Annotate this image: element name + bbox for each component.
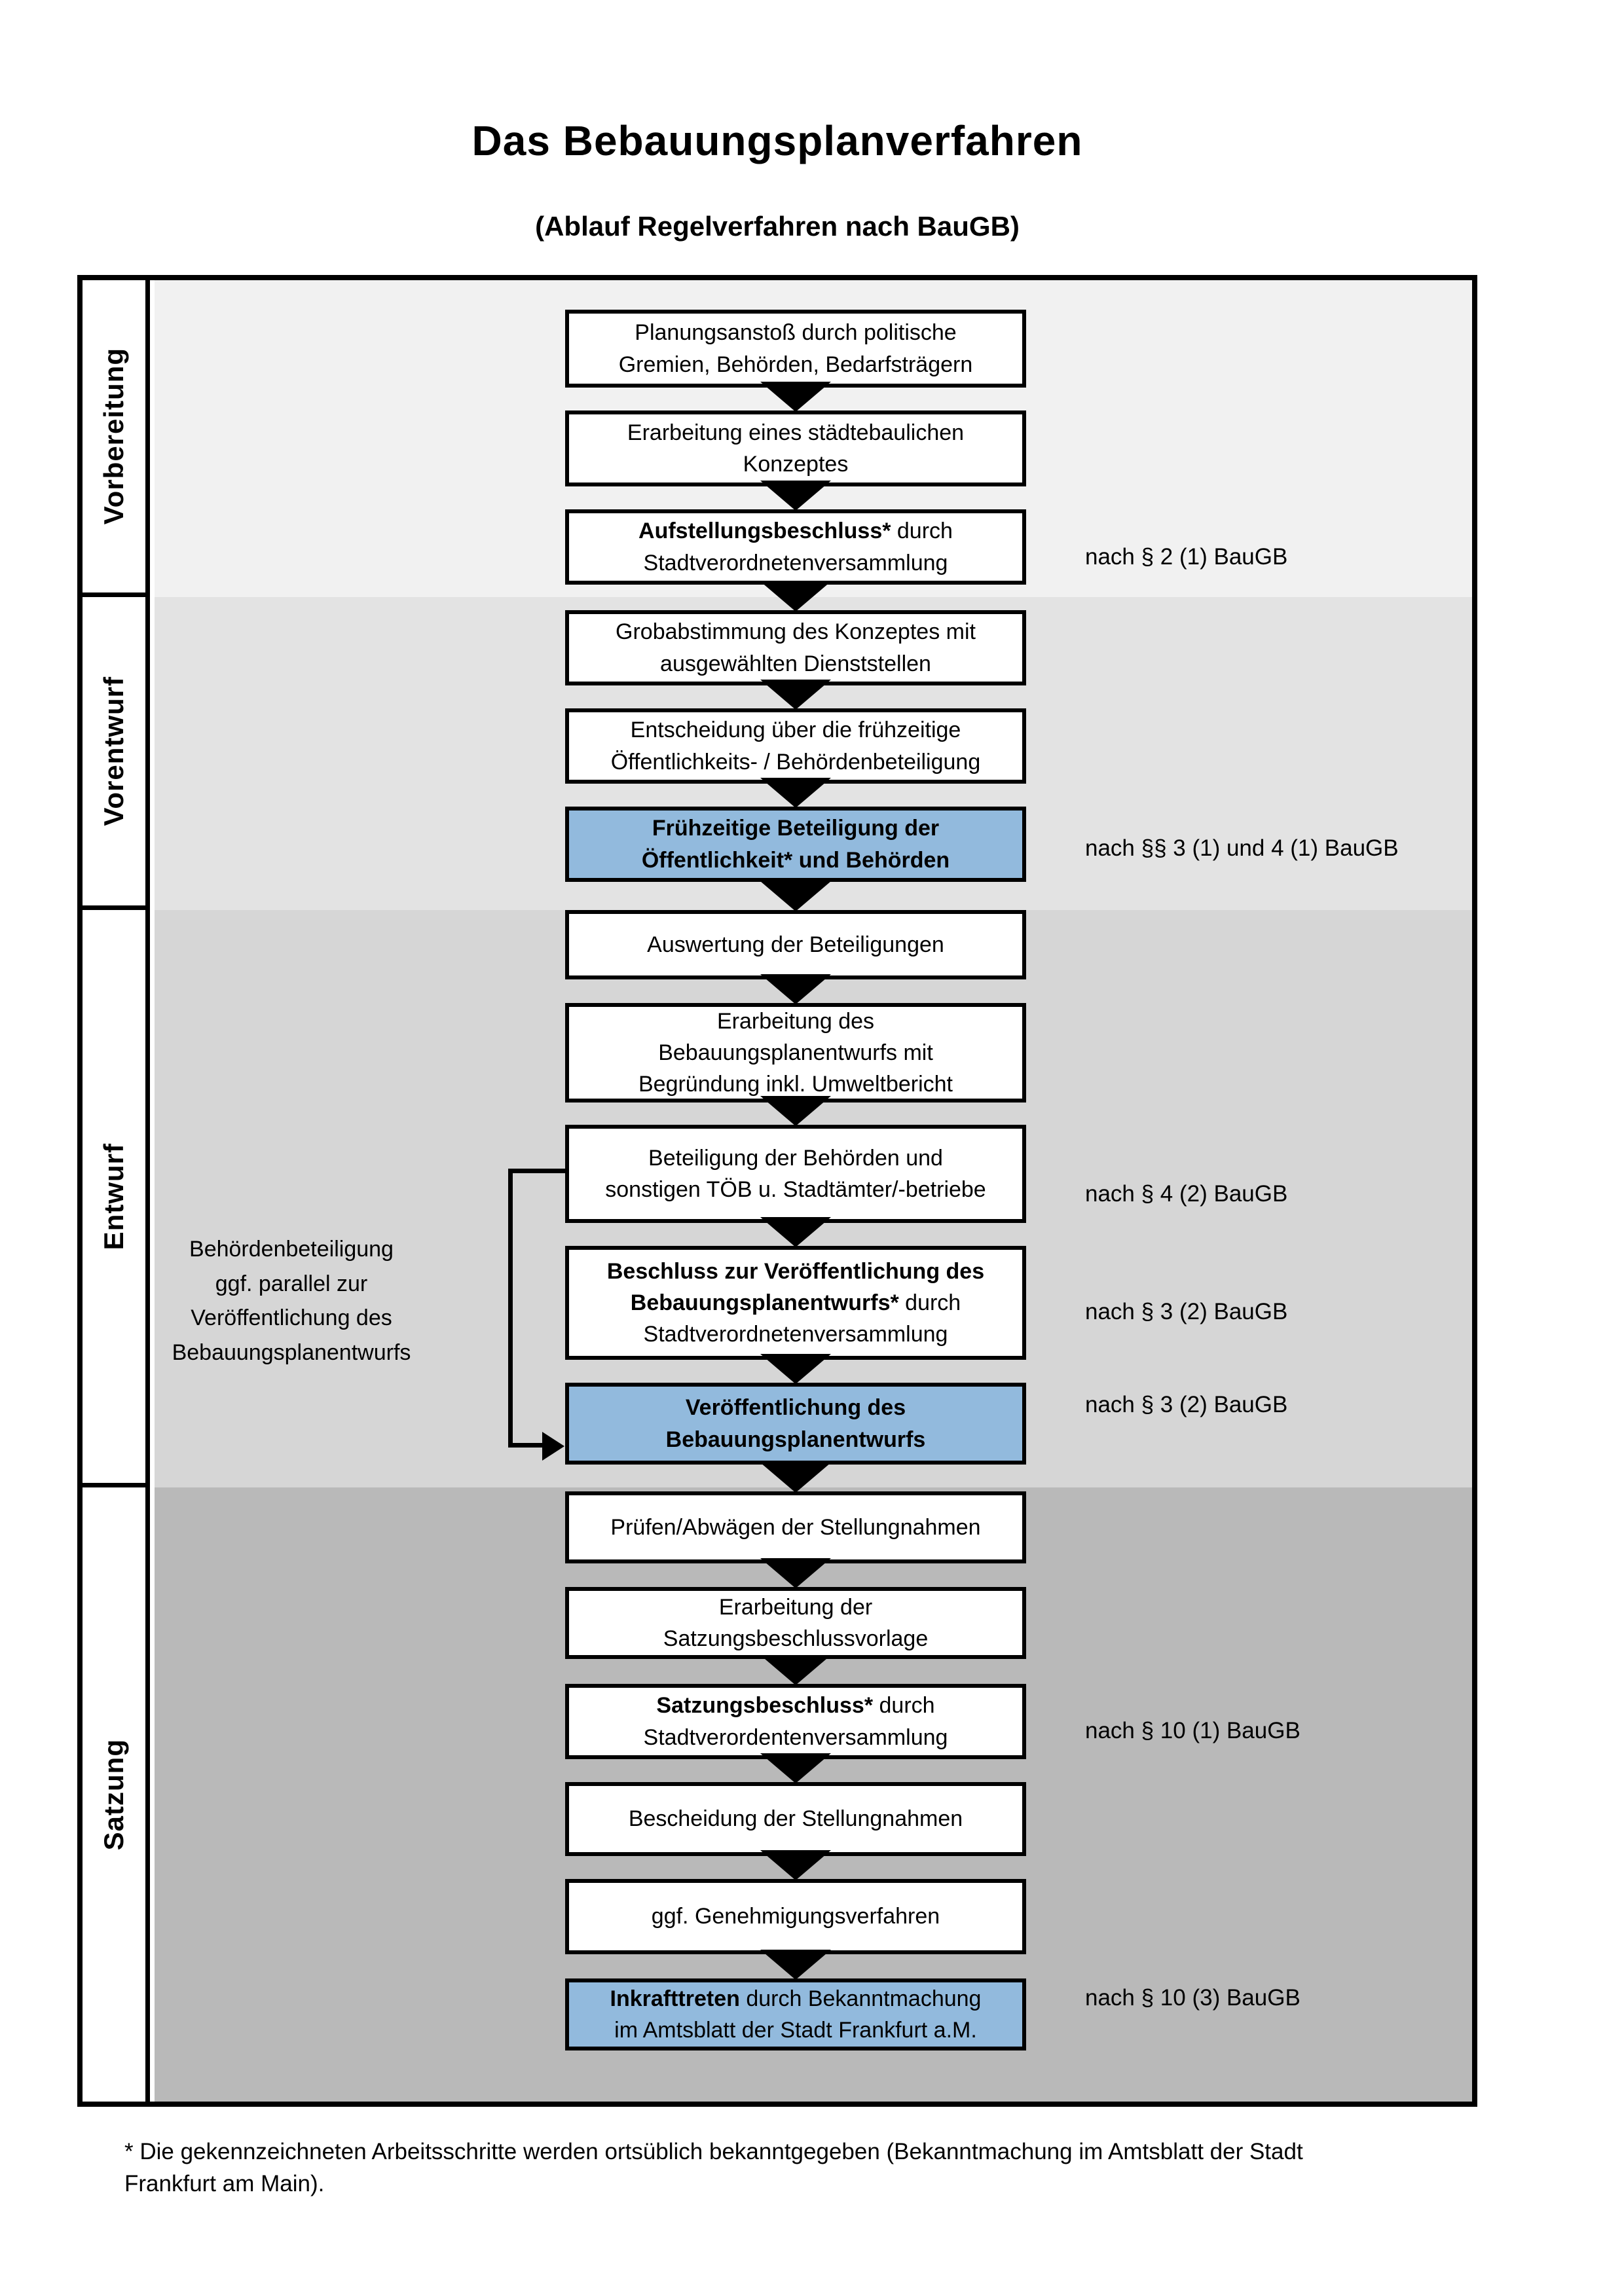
box-bescheidung-stellungnahmen: Bescheidung der Stellungnahmen xyxy=(565,1782,1026,1856)
phase-label-entwurf: Entwurf xyxy=(98,1142,129,1250)
phase-cell-vorentwurf: Vorentwurf xyxy=(83,597,150,910)
legal-ref-annotation: nach § 10 (3) BauGB xyxy=(1085,1985,1301,2011)
flow-arrow-down xyxy=(760,481,831,511)
flow-arrow-down xyxy=(760,1096,831,1126)
phase-label-satzung: Satzung xyxy=(98,1738,129,1851)
footnote: * Die gekennzeichneten Arbeitsschritte w… xyxy=(124,2139,1303,2196)
box-genehmigungsverfahren: ggf. Genehmigungsverfahren xyxy=(565,1879,1026,1954)
box-erarbeitung-bebauungsplanentwurf: Erarbeitung des Bebauungsplanentwurfs mi… xyxy=(565,1003,1026,1102)
flow-arrow-down xyxy=(760,1354,831,1384)
page-subtitle: (Ablauf Regelverfahren nach BauGB) xyxy=(535,211,1020,242)
bracket-top-segment xyxy=(508,1169,565,1173)
box-veroeffentlichung-entwurf: Veröffentlichung des Bebauungsplanentwur… xyxy=(565,1383,1026,1465)
box-inkrafttreten: Inkrafttreten durch Bekanntmachung im Am… xyxy=(565,1978,1026,2050)
legal-ref-annotation: nach § 10 (1) BauGB xyxy=(1085,1718,1301,1743)
legal-ref-annotation: nach § 2 (1) BauGB xyxy=(1085,544,1288,570)
box-auswertung-beteiligungen: Auswertung der Beteiligungen xyxy=(565,910,1026,979)
flow-arrow-down xyxy=(760,581,831,611)
phase-label-vorentwurf: Vorentwurf xyxy=(98,676,129,826)
flow-arrow-down xyxy=(760,1217,831,1247)
box-beteiligung-behoerden-toeb: Beteiligung der Behörden und sonstigen T… xyxy=(565,1125,1026,1223)
box-planungsanstoss: Planungsanstoß durch politische Gremien,… xyxy=(565,310,1026,388)
box-grobabstimmung: Grobabstimmung des Konzeptes mit ausgewä… xyxy=(565,610,1026,685)
box-fruehzeitige-beteiligung: Frühzeitige Beteiligung der Öffentlichke… xyxy=(565,807,1026,882)
legal-ref-annotation: nach § 3 (2) BauGB xyxy=(1085,1392,1288,1417)
flow-arrow-down xyxy=(760,1950,831,1980)
box-staedtebauliches-konzept: Erarbeitung eines städtebaulichen Konzep… xyxy=(565,410,1026,486)
flow-arrow-down xyxy=(760,382,831,412)
box-entscheidung-fruehzeitige-beteiligung: Entscheidung über die frühzeitige Öffent… xyxy=(565,708,1026,784)
box-satzungsbeschluss: Satzungsbeschluss* durch Stadtverordente… xyxy=(565,1684,1026,1759)
flow-arrow-down xyxy=(760,1850,831,1880)
flow-arrow-down xyxy=(760,680,831,710)
phase-label-vorbereitung: Vorbereitung xyxy=(98,348,129,525)
legal-ref-annotation: nach §§ 3 (1) und 4 (1) BauGB xyxy=(1085,835,1399,861)
box-pruefen-abwaegen: Prüfen/Abwägen der Stellungnahmen xyxy=(565,1491,1026,1563)
phase-cell-satzung: Satzung xyxy=(83,1487,150,2102)
flow-arrow-down xyxy=(760,1463,831,1493)
side-note-behoerdenbeteiligung: Behördenbeteiligung ggf. parallel zur Ve… xyxy=(172,1237,411,1366)
flow-arrow-down xyxy=(760,1753,831,1783)
bracket-bottom-segment xyxy=(508,1443,547,1448)
flow-arrow-down xyxy=(760,974,831,1004)
legal-ref-annotation: nach § 3 (2) BauGB xyxy=(1085,1299,1288,1324)
page-title: Das Bebauungsplanverfahren xyxy=(471,117,1083,164)
flow-arrow-down xyxy=(760,1655,831,1685)
flow-arrow-down xyxy=(760,881,831,911)
box-beschluss-veroeffentlichung: Beschluss zur Veröffentlichung des Bebau… xyxy=(565,1246,1026,1360)
legal-ref-annotation: nach § 4 (2) BauGB xyxy=(1085,1181,1288,1207)
bracket-vertical-line xyxy=(508,1169,513,1448)
phase-cell-vorbereitung: Vorbereitung xyxy=(83,280,150,597)
box-satzungsbeschlussvorlage: Erarbeitung der Satzungsbeschlussvorlage xyxy=(565,1587,1026,1659)
bracket-arrowhead-right-icon xyxy=(542,1432,564,1461)
flow-arrow-down xyxy=(760,1558,831,1588)
phase-cell-entwurf: Entwurf xyxy=(83,910,150,1487)
flow-arrow-down xyxy=(760,778,831,808)
box-aufstellungsbeschluss: Aufstellungsbeschluss* durch Stadtverord… xyxy=(565,509,1026,585)
